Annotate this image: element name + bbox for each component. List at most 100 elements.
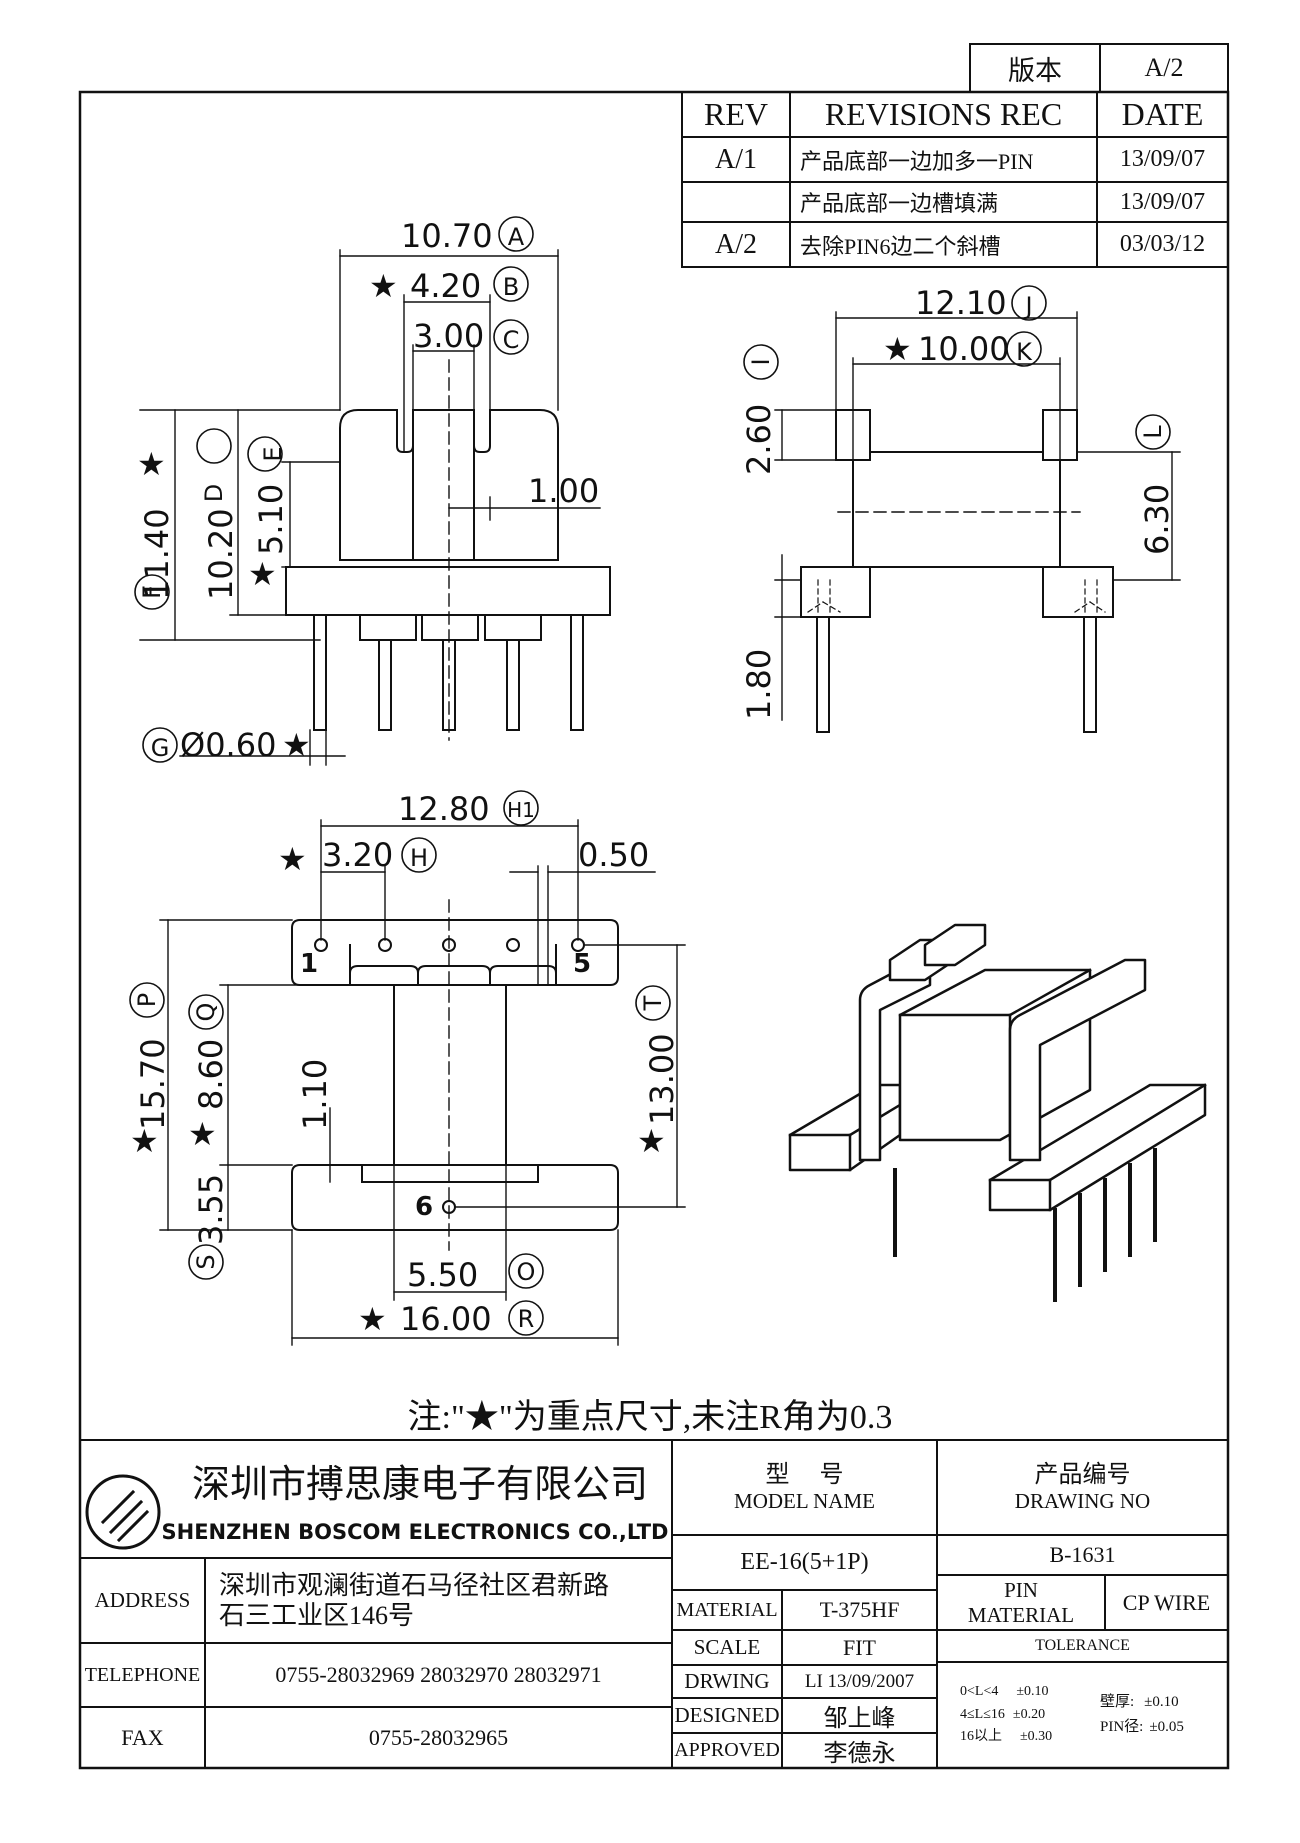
address-line-2: 石三工业区146号 xyxy=(219,1600,415,1630)
tolerance-value-3: ±0.30 xyxy=(1020,1729,1053,1745)
wall-row: 壁厚: ±0.10 xyxy=(1100,1690,1179,1716)
telephone-label: TELEPHONE xyxy=(84,1663,201,1686)
dim-j-value: 12.10 xyxy=(915,284,1007,322)
wall-pin-list: 壁厚:±0.10 PIN径:±0.05 xyxy=(1100,1685,1225,1745)
dim-i-tag: I xyxy=(747,358,775,365)
revisions-table-grid xyxy=(681,91,1229,268)
rev-row-3-rec: 去除PIN6边二个斜槽 xyxy=(800,233,1001,259)
drawing-note: 注:"★"为重点尺寸,未注R角为0.3 xyxy=(407,1398,893,1436)
approved-label: APPROVED xyxy=(674,1739,780,1761)
scale-value: FIT xyxy=(843,1634,876,1660)
dim-p-value: 15.70 xyxy=(134,1038,172,1130)
address-line-1: 深圳市观澜街道石马径社区君新路 xyxy=(219,1570,610,1600)
approved-value: 李德永 xyxy=(823,1741,896,1767)
version-label: 版本 xyxy=(1008,55,1062,86)
fax-value: 0755-28032965 xyxy=(368,1724,509,1750)
model-label-cn: 型 号 xyxy=(765,1461,844,1488)
version-value: A/2 xyxy=(1144,53,1184,82)
dim-r-tag: R xyxy=(518,1305,535,1333)
drwing-value: LI 13/09/2007 xyxy=(804,1670,915,1692)
side-view-tag-circles xyxy=(743,285,1171,450)
dim-e-value: 5.10 xyxy=(252,484,290,555)
drawing-label-cn: 产品编号 xyxy=(1034,1461,1131,1488)
scale-label: SCALE xyxy=(693,1635,761,1659)
tolerance-row-1: 0<L<4±0.10 xyxy=(960,1681,1049,1703)
dim-r-value: 16.00 xyxy=(400,1300,492,1338)
tolerance-range-2: 4≤L≤16 xyxy=(960,1706,1005,1722)
rev-row-1-date: 13/09/07 xyxy=(1119,146,1206,172)
dim-h1-value: 12.80 xyxy=(398,790,490,828)
dim-1-10: 1.10 xyxy=(296,1059,334,1130)
rev-row-2-date: 13/09/07 xyxy=(1119,188,1206,215)
dim-b-star: ★ xyxy=(369,267,398,305)
material-value: T-375HF xyxy=(819,1597,900,1622)
dim-g-star: ★ xyxy=(282,726,311,764)
pin-label-1: 1 xyxy=(300,949,318,979)
wall-label: 壁厚: xyxy=(1100,1693,1135,1710)
designed-label: DESIGNED xyxy=(674,1703,780,1727)
dim-1-00: 1.00 xyxy=(528,472,599,510)
side-view xyxy=(800,409,1114,733)
pin-label-6: 6 xyxy=(415,1192,433,1222)
pin-material-label-2: MATERIAL xyxy=(967,1602,1075,1627)
dim-k-value: 10.00 xyxy=(918,330,1010,368)
rev-rec-header: REVISIONS REC xyxy=(824,96,1063,132)
pin-material-value: CP WIRE xyxy=(1122,1589,1211,1615)
dim-o-value: 5.50 xyxy=(407,1256,478,1294)
drawing-value: B-1631 xyxy=(1049,1542,1116,1567)
dim-b-value: 4.20 xyxy=(410,267,481,305)
dim-a-tag: A xyxy=(508,223,525,251)
tolerance-label: TOLERANCE xyxy=(1035,1637,1130,1654)
designed-value: 邹上峰 xyxy=(823,1706,896,1732)
dim-i-value: 2.60 xyxy=(740,404,778,475)
dim-10-20: 10.20 xyxy=(202,508,240,600)
dim-c-value: 3.00 xyxy=(413,317,484,355)
dim-p-tag: P xyxy=(133,993,161,1007)
tolerance-list: 0<L<4±0.10 4≤L≤16±0.20 16以上±0.30 xyxy=(960,1668,1110,1762)
rev-row-1-rec: 产品底部一边加多一PIN xyxy=(800,148,1034,174)
dim-g-tag: G xyxy=(151,734,170,762)
sheet-border xyxy=(78,90,1230,1770)
telephone-value: 0755-28032969 28032970 28032971 xyxy=(275,1662,602,1687)
rev-row-3-date: 03/03/12 xyxy=(1119,231,1206,257)
wall-value: ±0.10 xyxy=(1144,1693,1179,1710)
dim-h-star: ★ xyxy=(278,840,307,878)
dim-l-value: 6.30 xyxy=(1138,484,1176,555)
dim-h-tag: H xyxy=(410,844,428,872)
front-view xyxy=(285,359,611,741)
drawing-label-en: DRAWING NO xyxy=(1014,1489,1151,1514)
dim-s-tag: S xyxy=(192,1254,220,1269)
dim-t-tag: T xyxy=(639,995,667,1011)
address-block: 深圳市观澜街道石马径社区君新路 石三工业区146号 xyxy=(205,1558,672,1643)
bottom-view-dimensions xyxy=(159,819,686,1346)
dim-t-value: 13.00 xyxy=(643,1033,681,1125)
material-label: MATERIAL xyxy=(676,1598,778,1621)
rev-row-3-rev: A/2 xyxy=(715,228,757,260)
dim-j-tag: J xyxy=(1023,292,1032,320)
rev-row-1-rev: A/1 xyxy=(715,143,757,175)
dim-p-star: ★ xyxy=(130,1122,159,1160)
drwing-label: DRWING xyxy=(684,1669,770,1693)
dim-c-tag: C xyxy=(503,326,520,354)
front-view-dimensions xyxy=(139,249,601,766)
rev-row-2-rev xyxy=(682,182,790,222)
dim-d-tag: D xyxy=(200,484,228,502)
tolerance-range-1: 0<L<4 xyxy=(960,1684,999,1700)
bottom-view-tag-circles xyxy=(129,790,671,1336)
tolerance-range-3: 16以上 xyxy=(960,1729,1002,1745)
pin-dia-value: ±0.05 xyxy=(1149,1719,1184,1735)
dim-d-star: ★ xyxy=(137,445,166,483)
company-name-en: SHENZHEN BOSCOM ELECTRONICS CO.,LTD xyxy=(161,1520,669,1544)
company-logo xyxy=(85,1474,161,1550)
dim-k-star: ★ xyxy=(883,330,912,368)
dim-e-tag: E xyxy=(259,446,287,461)
fax-label: FAX xyxy=(121,1724,164,1750)
dim-a-value: 10.70 xyxy=(401,217,493,255)
dim-0-50: 0.50 xyxy=(578,836,649,874)
bottom-view xyxy=(291,899,619,1251)
drawing-label-block: 产品编号 DRAWING NO xyxy=(937,1440,1228,1535)
dim-f-tag: F xyxy=(138,585,166,599)
isometric-view xyxy=(788,923,1207,1302)
